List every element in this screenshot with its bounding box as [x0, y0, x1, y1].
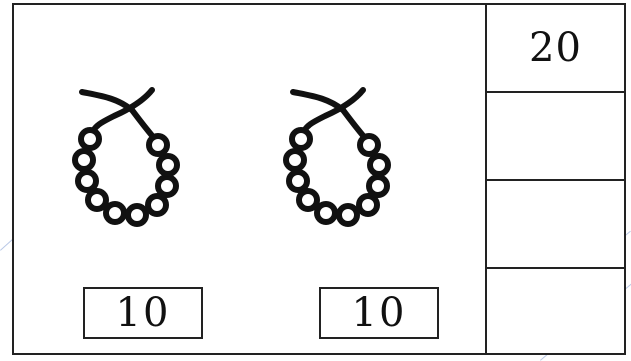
count-box-2: 10: [319, 287, 439, 339]
count-value: 10: [116, 293, 171, 333]
side-cell-text: 20: [529, 28, 582, 68]
bead-necklace-icon: [273, 82, 403, 232]
side-cell-1: 20: [487, 5, 624, 93]
side-cell-2: [487, 93, 624, 181]
bead-necklace-icon: [62, 82, 192, 232]
count-box-1: 10: [83, 287, 203, 339]
side-cell-3: [487, 181, 624, 269]
count-value: 10: [352, 293, 407, 333]
side-cell-4: [487, 269, 624, 353]
